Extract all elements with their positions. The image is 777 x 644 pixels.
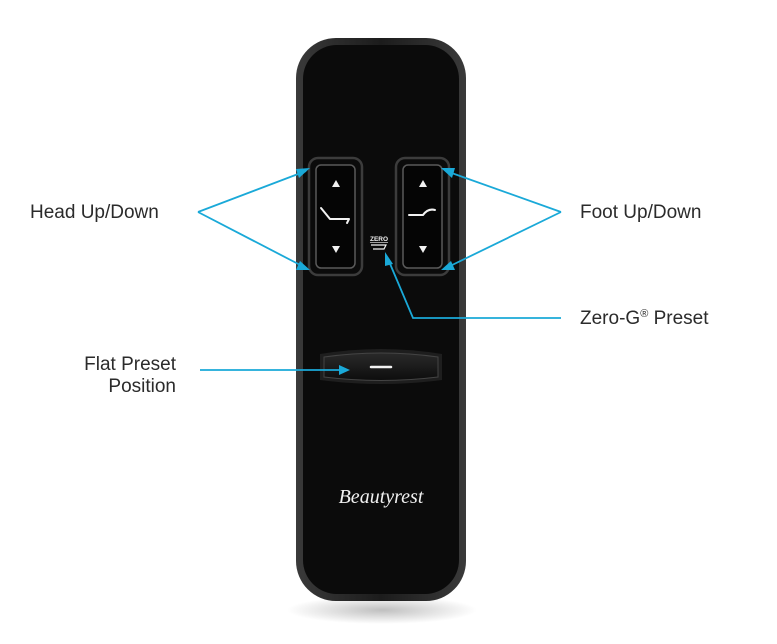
callout-foot-lower-arrowhead xyxy=(441,261,455,270)
head-button-inner-frame xyxy=(315,164,356,269)
callout-zero-g-line xyxy=(387,258,561,319)
zero-g-label-suffix: Preset xyxy=(648,308,709,329)
flat-preset-position-label: Flat Preset Position xyxy=(20,354,176,398)
flat-preset-button[interactable] xyxy=(320,349,442,384)
foot-button-outer-frame xyxy=(394,156,451,277)
remote-shadow xyxy=(287,596,477,624)
callout-head-lower-arrowhead xyxy=(296,261,310,270)
head-button-outer-frame xyxy=(307,156,364,277)
callout-lines xyxy=(197,170,562,371)
remote-face xyxy=(303,45,459,594)
callout-flat-arrowhead xyxy=(339,365,350,375)
remote-control xyxy=(296,38,466,601)
callout-head-upper-arrowhead xyxy=(296,168,310,178)
zero-g-badge-text: ZERO xyxy=(370,236,388,243)
foot-down-arrow-icon[interactable] xyxy=(419,246,427,253)
zero-g-preset-label: Zero-G® Preset xyxy=(580,308,709,330)
zero-g-button[interactable]: ZERO xyxy=(370,236,388,250)
callout-arrowheads xyxy=(296,168,455,375)
head-incline-icon xyxy=(320,207,350,224)
callout-foot-upper-line xyxy=(445,170,562,213)
callout-foot-lower-line xyxy=(445,211,562,269)
callout-foot-upper-arrowhead xyxy=(441,168,455,178)
head-down-arrow-icon[interactable] xyxy=(332,246,340,253)
foot-up-arrow-icon[interactable] xyxy=(419,180,427,187)
zero-g-label-name: Zero-G xyxy=(580,308,641,329)
head-up-down-label: Head Up/Down xyxy=(30,202,159,223)
callout-head-lower-line xyxy=(197,211,307,269)
foot-button-group[interactable] xyxy=(394,156,451,277)
zero-g-icon xyxy=(371,244,387,250)
foot-incline-icon xyxy=(408,208,436,216)
flat-label-line-1: Flat Preset xyxy=(84,354,176,375)
foot-button-inner-frame xyxy=(402,164,443,269)
head-up-arrow-icon[interactable] xyxy=(332,180,340,187)
foot-up-down-label: Foot Up/Down xyxy=(580,202,702,223)
registered-mark: ® xyxy=(640,308,649,320)
brand-logo: Beautyrest xyxy=(339,486,424,508)
flat-label-line-2: Position xyxy=(108,376,176,397)
head-button-group[interactable] xyxy=(307,156,364,277)
callout-zero-g-arrowhead xyxy=(385,252,393,266)
callout-head-upper-line xyxy=(197,170,307,213)
